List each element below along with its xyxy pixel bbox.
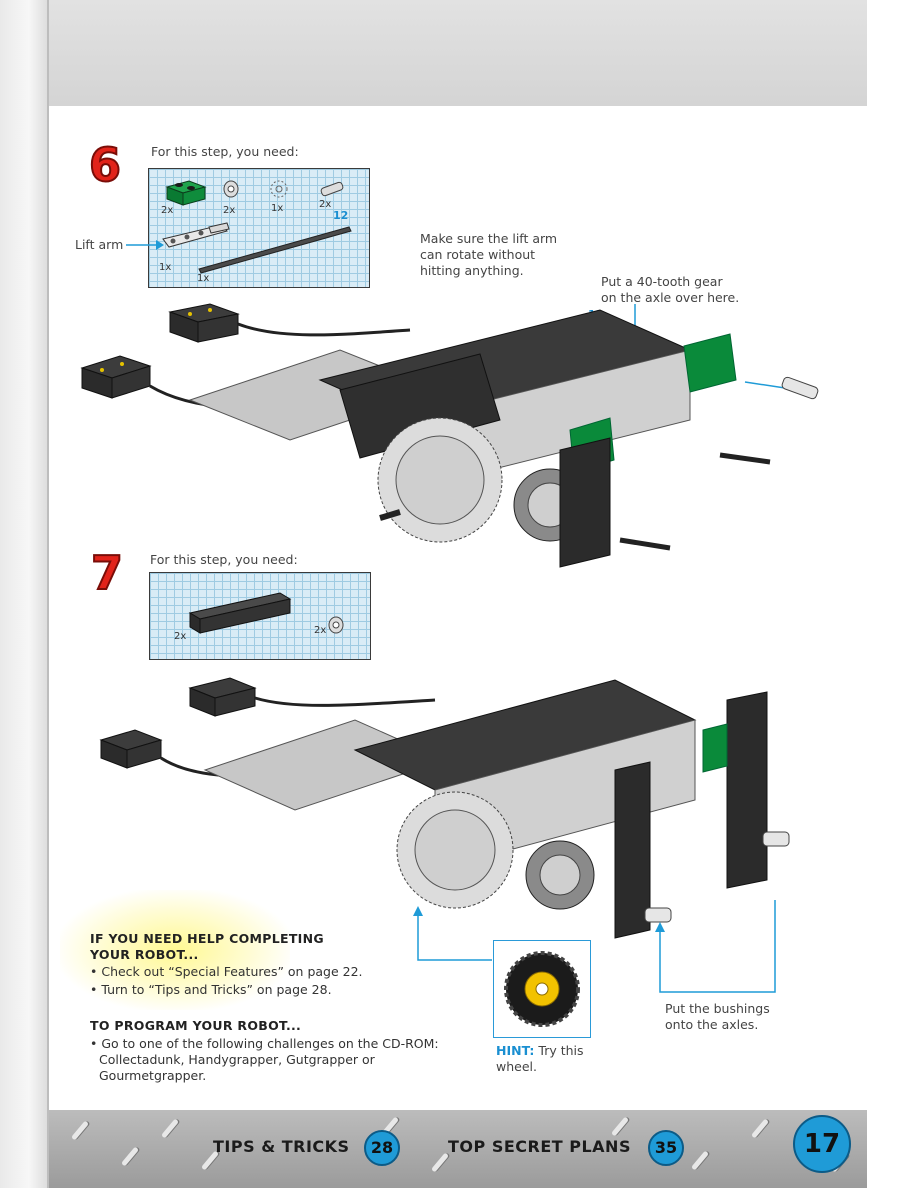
hint-line-1: HINT: Try this — [496, 1043, 584, 1059]
qty-bushing-7: 2x — [314, 625, 327, 636]
help-title-2: YOUR ROBOT... — [90, 947, 199, 962]
bushing-icon — [328, 616, 344, 634]
top-secret-plans-link[interactable]: TOP SECRET PLANS — [448, 1137, 631, 1156]
step-6-need-label: For this step, you need: — [151, 144, 299, 159]
qty-green-brick: 2x — [161, 205, 174, 216]
program-line-2: Collectadunk, Handygrapper, Gutgrapper o… — [99, 1052, 375, 1067]
hint-callout-line — [417, 914, 492, 961]
peg-callout-arrow — [744, 381, 786, 389]
program-line-1: • Go to one of the following challenges … — [90, 1036, 439, 1051]
axle-length-label: 12 — [333, 209, 349, 222]
green-brick-icon — [165, 180, 207, 206]
qty-bushing: 2x — [223, 205, 236, 216]
tips-page-badge[interactable]: 28 — [364, 1130, 400, 1166]
callout-rotate-1: Make sure the lift arm — [420, 231, 558, 246]
motor-cable — [237, 322, 411, 337]
highlight-glow — [60, 890, 290, 1010]
callout-gear-1: Put a 40-tooth gear — [601, 274, 723, 289]
help-bullet-1: • Check out “Special Features” on page 2… — [90, 964, 363, 979]
diamond-plate-mark — [431, 1152, 449, 1173]
hint-wheel-box — [493, 940, 591, 1038]
lift-arm-pointer-arrow — [126, 240, 164, 250]
help-title-1: IF YOU NEED HELP COMPLETING — [90, 931, 324, 946]
diamond-plate-mark — [161, 1118, 179, 1139]
beam-front — [339, 353, 501, 459]
bushings-callout-line — [659, 900, 776, 993]
step-6-model-illustration — [80, 303, 819, 568]
step-7-parts-illustration — [188, 592, 344, 634]
step-7-number: 7 — [90, 545, 124, 601]
vertical-beam-left — [614, 761, 651, 939]
callout-rotate-2: can rotate without — [420, 247, 536, 262]
qty-axle: 1x — [197, 273, 210, 284]
motor-icon-7 — [188, 677, 257, 717]
tips-tricks-link[interactable]: TIPS & TRICKS — [213, 1137, 350, 1156]
program-line-3: Gourmetgrapper. — [99, 1068, 207, 1083]
vertical-beam — [559, 437, 611, 568]
beam-icon — [188, 592, 292, 634]
step-6-parts-illustration — [162, 180, 352, 274]
qty-connector-peg: 2x — [319, 199, 332, 210]
page-number-badge: 17 — [793, 1115, 851, 1173]
step-7-model-illustration — [99, 677, 790, 939]
callout-rotate-3: hitting anything. — [420, 263, 524, 278]
diamond-plate-mark — [121, 1146, 139, 1167]
axle-icon — [198, 226, 352, 274]
hint-line-2: wheel. — [496, 1059, 537, 1074]
bushing-icon — [223, 180, 239, 198]
callout-lines — [413, 900, 776, 993]
hint-text: Try this — [538, 1043, 584, 1058]
bushings-line-1: Put the bushings — [665, 1001, 770, 1016]
motor-icon — [168, 303, 240, 343]
diamond-plate-mark — [751, 1118, 769, 1139]
plans-page-badge[interactable]: 35 — [648, 1130, 684, 1166]
diamond-plate-mark — [691, 1150, 709, 1171]
callout-gear-2: on the axle over here. — [601, 290, 740, 305]
bushings-line-2: onto the axles. — [665, 1017, 759, 1032]
rcx-icon — [80, 355, 152, 399]
help-bullet-2: • Turn to “Tips and Tricks” on page 28. — [90, 982, 332, 997]
program-title: TO PROGRAM YOUR ROBOT... — [90, 1018, 302, 1033]
diamond-plate-mark — [611, 1116, 629, 1137]
qty-beam: 2x — [174, 631, 187, 642]
lift-arm-icon — [162, 222, 230, 248]
lift-arm-label: Lift arm — [75, 237, 124, 252]
wheel-icon — [504, 951, 580, 1027]
step-6-number: 6 — [88, 137, 122, 193]
book-spine — [0, 0, 48, 1188]
hint-label: HINT: — [496, 1043, 535, 1058]
step-7-parts-box: 2x 2x — [149, 572, 371, 660]
connector-peg-icon — [320, 181, 344, 197]
qty-gear: 1x — [271, 203, 284, 214]
page-margin — [867, 0, 918, 1188]
rcx-icon-7 — [99, 729, 163, 769]
gear-icon — [270, 180, 288, 198]
step-6-parts-box: 2x 2x 1x 2x 12 1x 1x — [148, 168, 370, 288]
qty-lift-arm: 1x — [159, 262, 172, 273]
footer-band — [49, 1110, 867, 1188]
step-7-need-label: For this step, you need: — [150, 552, 298, 567]
header-band — [49, 0, 867, 106]
vertical-beam-right — [726, 691, 768, 889]
diamond-plate-mark — [71, 1120, 89, 1141]
spine-edge — [47, 0, 49, 1188]
